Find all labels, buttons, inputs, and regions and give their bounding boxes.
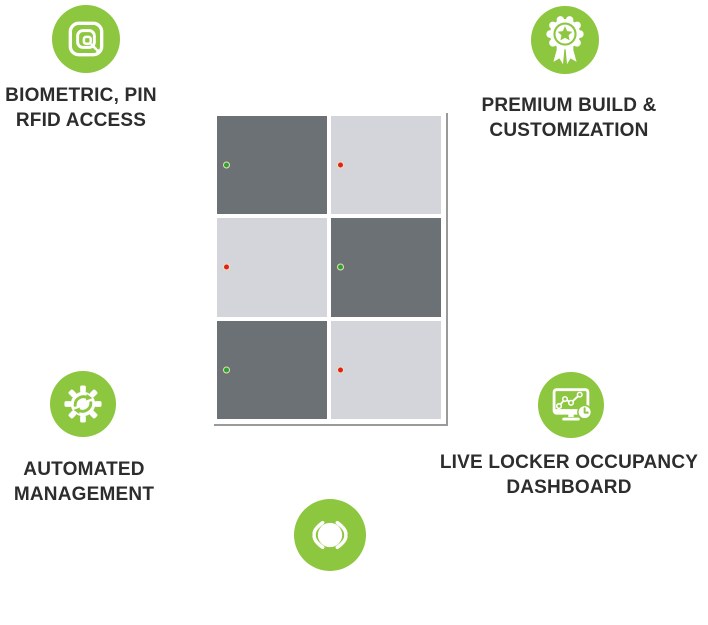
- feature-label-premium-build: PREMIUM BUILD & CUSTOMIZATION: [459, 93, 679, 144]
- led-green-indicator: [337, 263, 344, 271]
- feature-label-line: MANAGEMENT: [13, 484, 155, 506]
- feature-label-biometric-access: BIOMETRIC, PIN RFID ACCESS: [0, 83, 168, 134]
- locker-door-r2c1: [217, 218, 327, 317]
- biometric-access-badge: [52, 5, 120, 73]
- locker-door-r2c2: [331, 218, 441, 317]
- led-green-indicator: [223, 161, 230, 169]
- premium-build-badge: [531, 6, 599, 74]
- automated-management-badge: [50, 371, 116, 437]
- feature-label-line: BIOMETRIC, PIN: [5, 85, 157, 106]
- feature-label-line: CUSTOMIZATION: [489, 120, 649, 142]
- feature-label-line: PREMIUM BUILD &: [481, 95, 657, 116]
- award-ribbon-icon: [546, 16, 584, 65]
- feature-label-automated-management: AUTOMATED MANAGEMENT: [0, 457, 170, 508]
- led-red-indicator: [337, 366, 344, 374]
- center-brand-badge: [294, 499, 366, 571]
- feature-label-line: RFID ACCESS: [15, 110, 147, 132]
- gear-sync-icon: [64, 385, 102, 423]
- locker-grid: [212, 111, 446, 424]
- locker-door-r1c1: [217, 116, 327, 215]
- led-red-indicator: [337, 161, 344, 169]
- led-green-indicator: [223, 366, 230, 374]
- feature-label-line: DASHBOARD: [506, 477, 632, 499]
- rfid-tag-icon: [68, 21, 104, 57]
- led-red-indicator: [223, 263, 230, 271]
- feature-label-line: LIVE LOCKER OCCUPANCY: [439, 452, 699, 473]
- feature-label-occupancy-dashboard: LIVE LOCKER OCCUPANCY DASHBOARD: [433, 450, 705, 501]
- locker-door-r3c1: [217, 320, 327, 419]
- occupancy-dashboard-badge: [538, 372, 604, 438]
- locker-door-r1c2: [331, 116, 441, 215]
- focus-ring-icon: [312, 520, 348, 550]
- feature-label-line: AUTOMATED: [23, 459, 145, 480]
- locker-door-r3c2: [331, 320, 441, 419]
- occupancy-dashboard-icon: [552, 388, 593, 421]
